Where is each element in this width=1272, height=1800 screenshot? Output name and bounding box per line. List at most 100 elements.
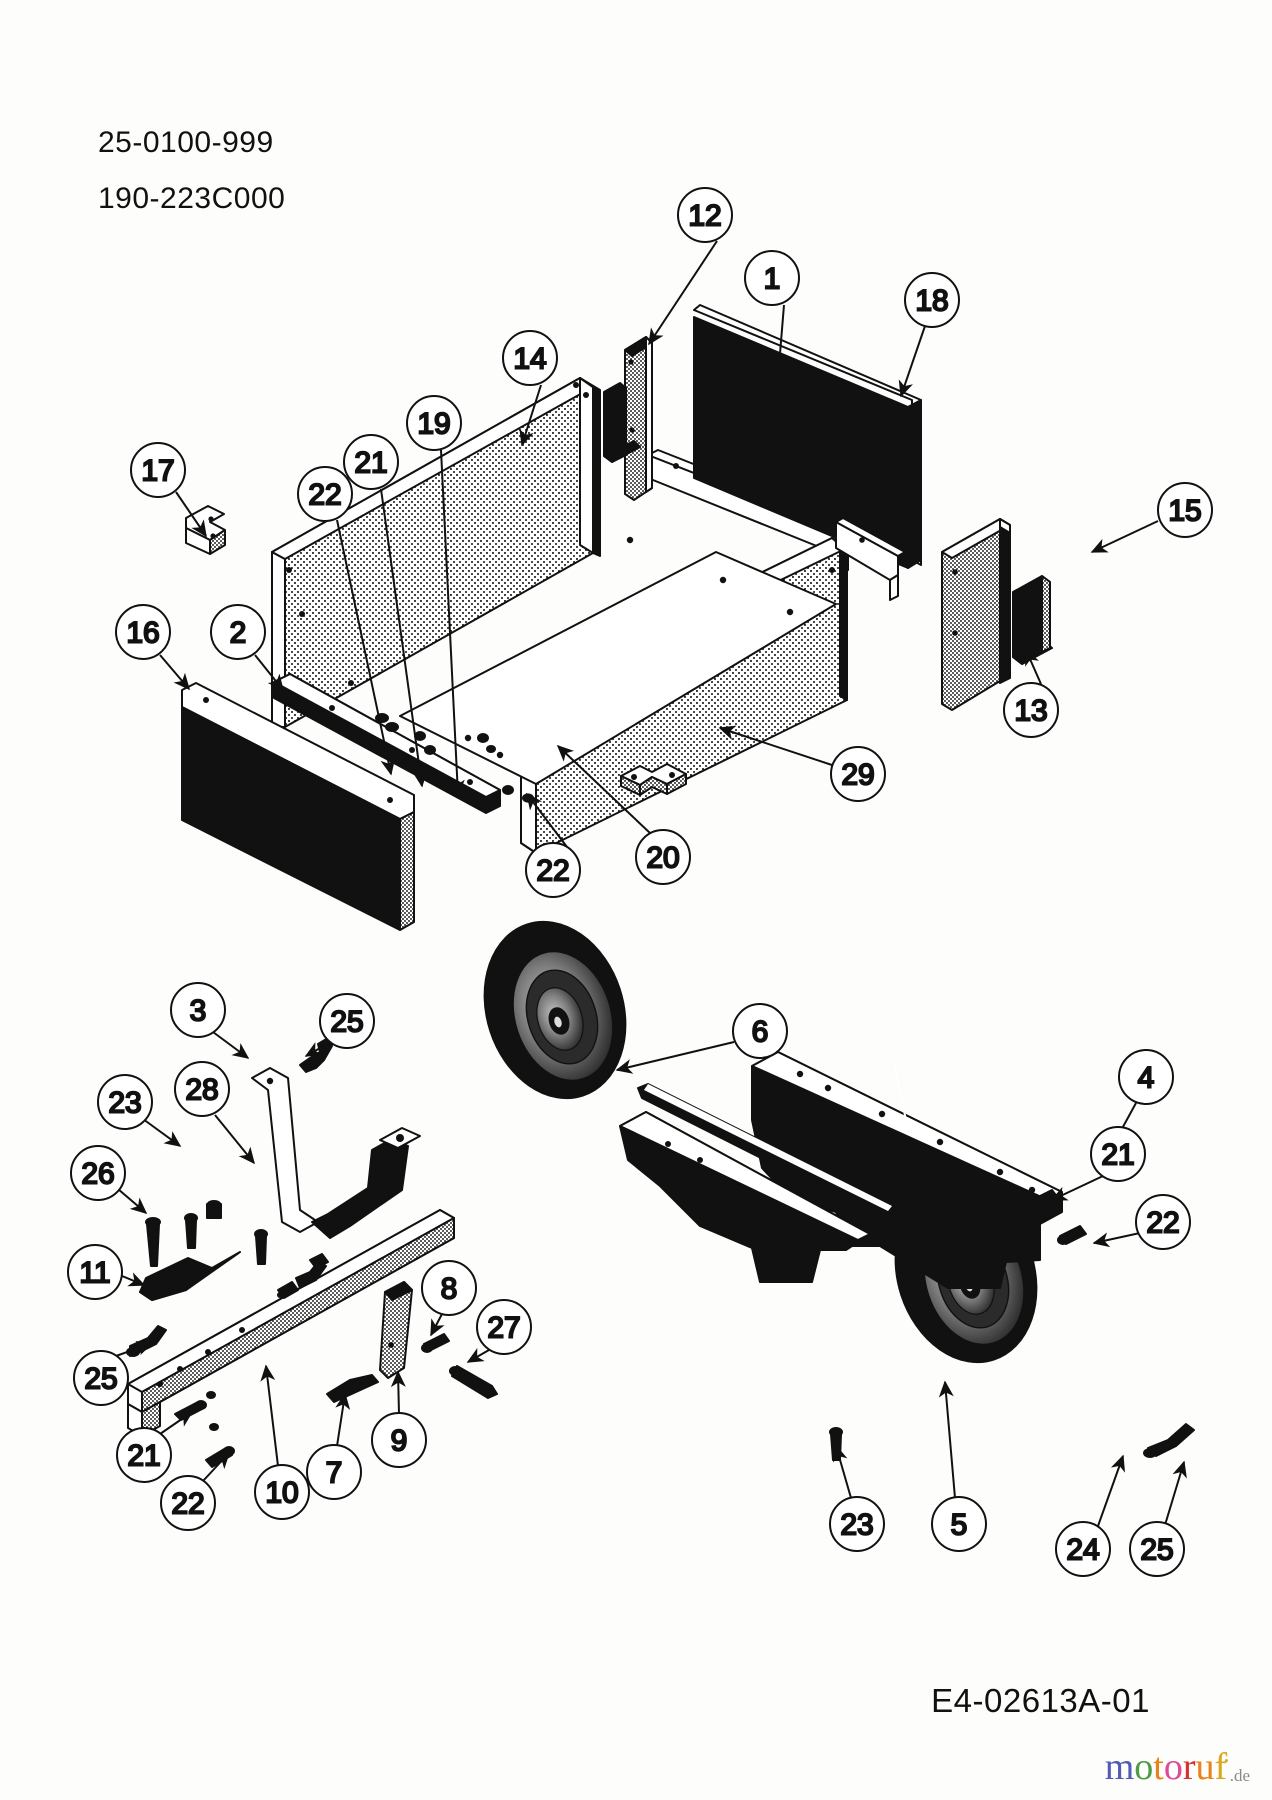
- logo-letter-m: m: [1104, 1746, 1135, 1788]
- cart-floor-plate: [399, 536, 837, 785]
- balloon-22c[interactable]: 22: [1135, 1194, 1191, 1250]
- balloon-15[interactable]: 15: [1157, 482, 1213, 538]
- part-16-front-dark-panel: [181, 682, 415, 931]
- balloon-3[interactable]: 3: [170, 982, 226, 1038]
- balloon-label: 23: [108, 1087, 141, 1120]
- balloon-21c[interactable]: 21: [116, 1427, 172, 1483]
- leader-24: [1097, 1454, 1126, 1527]
- leader-25: [304, 1042, 330, 1057]
- balloon-10[interactable]: 10: [254, 1464, 310, 1520]
- part-9-angled-plate: [379, 1281, 413, 1379]
- leader-27: [466, 1348, 490, 1363]
- leader-25b: [115, 1341, 154, 1357]
- leader-5: [938, 1380, 956, 1499]
- balloon-22b[interactable]: 22: [525, 842, 581, 898]
- balloon-25b[interactable]: 25: [73, 1350, 129, 1406]
- balloon-9[interactable]: 9: [371, 1412, 427, 1468]
- balloon-23b[interactable]: 23: [829, 1496, 885, 1552]
- balloon-24[interactable]: 24: [1055, 1521, 1111, 1577]
- balloon-20[interactable]: 20: [635, 829, 691, 885]
- leader-20: [556, 744, 651, 834]
- balloon-21[interactable]: 21: [343, 434, 399, 490]
- cart-right-rail: [835, 517, 906, 601]
- balloon-26[interactable]: 26: [70, 1145, 126, 1201]
- part-27-pin: [449, 1365, 498, 1399]
- part-12-corner-strip: [624, 336, 653, 501]
- balloon-27[interactable]: 27: [476, 1299, 532, 1355]
- balloon-18[interactable]: 18: [904, 272, 960, 328]
- balloon-11[interactable]: 11: [67, 1244, 123, 1300]
- leader-12: [648, 240, 718, 346]
- callout-balloons: 12 1 18 14 19 21 22 17 15 13 16 2 29 22 …: [67, 187, 1213, 1577]
- motoruf-logo[interactable]: motoruf•.de: [1105, 1748, 1252, 1786]
- part-number-primary: 25-0100-999: [98, 126, 274, 159]
- leader-3: [212, 1031, 250, 1059]
- part-11-lever: [139, 1251, 241, 1301]
- lower-blade-plate: [619, 1111, 871, 1283]
- leader-22b: [526, 792, 568, 848]
- balloon-25c[interactable]: 25: [1129, 1521, 1185, 1577]
- leader-22d: [202, 1451, 231, 1482]
- part-5-round-bar: [637, 1083, 899, 1223]
- balloon-label: 13: [1014, 695, 1047, 728]
- balloon-label: 17: [141, 455, 174, 488]
- balloon-17[interactable]: 17: [130, 442, 186, 498]
- logo-tld: .de: [1229, 1766, 1250, 1785]
- leader-7: [335, 1392, 351, 1447]
- nut-small-left: [206, 1200, 222, 1219]
- balloon-label: 29: [841, 759, 874, 792]
- balloon-12[interactable]: 12: [677, 187, 733, 243]
- balloon-label: 1: [764, 263, 781, 296]
- part-18-side-panel: [693, 304, 922, 569]
- balloon-label: 10: [265, 1477, 298, 1510]
- part-23-bolt-right: [829, 1427, 843, 1461]
- balloon-5[interactable]: 5: [931, 1496, 987, 1552]
- balloon-28[interactable]: 28: [174, 1061, 230, 1117]
- balloon-2[interactable]: 2: [210, 604, 266, 660]
- balloon-label: 7: [326, 1457, 343, 1490]
- balloon-14[interactable]: 14: [502, 330, 558, 386]
- balloon-21b[interactable]: 21: [1090, 1126, 1146, 1182]
- part-23-bolt: [184, 1213, 198, 1249]
- part-4-dozer-blade: [751, 1051, 1063, 1289]
- part-21-bolt-lower-left: [174, 1400, 207, 1421]
- leader-22: [336, 519, 396, 776]
- balloon-label: 22: [1146, 1207, 1179, 1240]
- logo-letter-o2: o: [1163, 1746, 1183, 1788]
- part-13-l-bracket: [1012, 575, 1053, 665]
- balloon-25[interactable]: 25: [319, 993, 375, 1049]
- part-22-nut-lower-left: [205, 1446, 235, 1468]
- balloon-22[interactable]: 22: [297, 466, 353, 522]
- balloon-label: 21: [127, 1440, 160, 1473]
- balloon-8[interactable]: 8: [421, 1260, 477, 1316]
- balloon-6[interactable]: 6: [732, 1003, 788, 1059]
- logo-letter-o1: o: [1134, 1746, 1154, 1788]
- part-3-support-arm: [251, 1067, 319, 1233]
- balloon-label: 28: [185, 1074, 218, 1107]
- balloon-1[interactable]: 1: [744, 250, 800, 306]
- balloon-29[interactable]: 29: [830, 746, 886, 802]
- balloon-13[interactable]: 13: [1003, 682, 1059, 738]
- part-22-nut-right: [1057, 1225, 1087, 1245]
- logo-letter-u: u: [1195, 1746, 1215, 1788]
- part-number-secondary: 190-223C000: [98, 182, 286, 215]
- balloon-label: 25: [330, 1006, 363, 1039]
- logo-letter-f: f: [1214, 1746, 1228, 1788]
- balloon-7[interactable]: 7: [306, 1444, 362, 1500]
- balloon-label: 22: [308, 479, 341, 512]
- balloon-label: 15: [1168, 495, 1201, 528]
- leader-28: [214, 1114, 255, 1165]
- balloon-label: 3: [190, 995, 207, 1028]
- balloon-label: 14: [513, 343, 546, 376]
- balloon-16[interactable]: 16: [115, 604, 171, 660]
- balloon-23[interactable]: 23: [97, 1074, 153, 1130]
- balloon-label: 16: [126, 617, 159, 650]
- balloon-22d[interactable]: 22: [160, 1475, 216, 1531]
- balloon-4[interactable]: 4: [1118, 1049, 1174, 1105]
- balloon-19[interactable]: 19: [406, 395, 462, 451]
- balloon-label: 23: [840, 1509, 873, 1542]
- balloon-label: 5: [951, 1509, 968, 1542]
- balloon-label: 19: [417, 408, 450, 441]
- balloon-label: 22: [171, 1488, 204, 1521]
